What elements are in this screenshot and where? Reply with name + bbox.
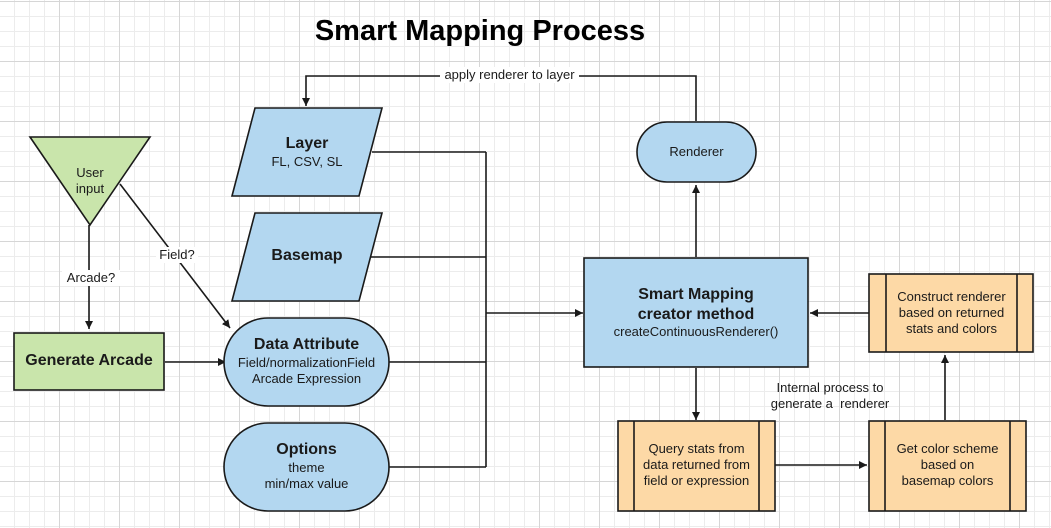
query-stats-box[interactable]	[617, 420, 776, 512]
options-line2: min/max value	[264, 476, 349, 491]
edge-label-field: Field?	[156, 247, 198, 263]
options-line1: theme	[288, 460, 325, 475]
query-stats-line3: field or expression	[643, 473, 750, 488]
user-input-triangle[interactable]	[28, 136, 152, 227]
basemap-parallelogram[interactable]	[230, 212, 384, 302]
renderer-label: Renderer	[669, 144, 724, 159]
creator-method-title-line1: Smart Mapping	[638, 286, 754, 303]
construct-renderer-box[interactable]	[868, 273, 1034, 353]
generate-arcade-label: Generate Arcade	[25, 352, 153, 369]
query-stats-line2: data returned from	[643, 457, 750, 472]
creator-method-title-line2: creator method	[637, 306, 755, 323]
creator-method-subtitle: createContinuousRenderer()	[613, 324, 779, 339]
layer-parallelogram[interactable]	[230, 107, 384, 197]
options-title: Options	[276, 441, 337, 458]
construct-renderer-line2: based on returned	[898, 305, 1005, 320]
edge-label-apply-renderer: apply renderer to layer	[440, 67, 579, 83]
construct-renderer-line1: Construct renderer	[897, 289, 1006, 304]
color-scheme-line1: Get color scheme	[896, 441, 999, 456]
color-scheme-line3: basemap colors	[901, 473, 994, 488]
diagram-title: Smart Mapping Process	[314, 15, 646, 47]
color-scheme-line2: based on	[920, 457, 975, 472]
options-shape[interactable]	[223, 422, 390, 512]
user-input-text: User input	[75, 165, 105, 196]
user-input-label: User input	[60, 165, 120, 196]
color-scheme-box[interactable]	[868, 420, 1027, 512]
layer-subtitle: FL, CSV, SL	[271, 154, 343, 169]
basemap-title: Basemap	[271, 247, 343, 264]
internal-process-note-line2: generate a renderer	[770, 396, 890, 411]
data-attribute-line1: Field/normalizationField	[237, 355, 376, 370]
internal-process-note-line1: Internal process to	[776, 380, 884, 395]
layer-title: Layer	[285, 135, 329, 152]
data-attribute-shape[interactable]	[223, 317, 390, 407]
edge-label-arcade: Arcade?	[62, 270, 120, 286]
query-stats-line1: Query stats from	[648, 441, 745, 456]
creator-method-box[interactable]	[583, 257, 809, 368]
renderer-shape[interactable]	[636, 121, 757, 183]
data-attribute-title: Data Attribute	[253, 336, 360, 353]
construct-renderer-line3: stats and colors	[905, 321, 998, 336]
generate-arcade-box[interactable]	[13, 332, 165, 391]
data-attribute-line2: Arcade Expression	[251, 371, 362, 386]
